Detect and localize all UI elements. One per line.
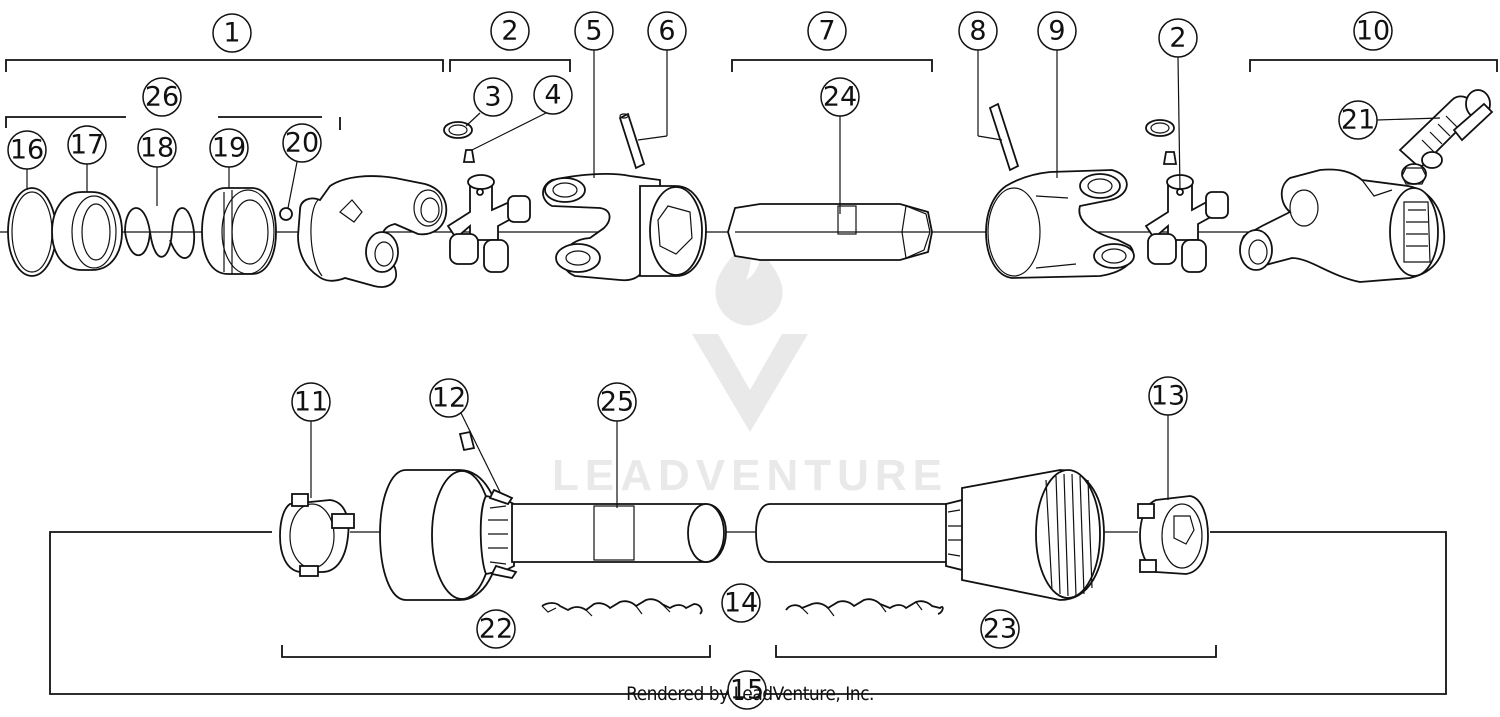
leader-lines	[26, 50, 1441, 508]
part-23-guard-tube-right	[755, 469, 1105, 601]
callout-6: 6	[647, 11, 687, 51]
svg-text:25: 25	[600, 387, 634, 418]
group-brackets	[5, 59, 1498, 130]
svg-text:6: 6	[658, 16, 675, 47]
svg-text:2: 2	[1169, 23, 1186, 54]
bracket-7	[731, 59, 933, 72]
part-3-ring	[443, 121, 473, 139]
svg-text:11: 11	[294, 387, 328, 418]
svg-text:4: 4	[544, 80, 561, 111]
svg-text:23: 23	[983, 614, 1017, 645]
callout-13: 13	[1148, 376, 1188, 416]
part-25-inner-guard-tube	[511, 503, 727, 563]
svg-text:17: 17	[70, 130, 104, 161]
part-18-spring	[124, 207, 195, 259]
bracket-22	[281, 645, 711, 658]
part-10-clamp-yoke	[1239, 168, 1446, 283]
svg-text:14: 14	[724, 588, 758, 619]
callouts: 1 2 3 4 5 6 7 8 9 2 10 26 16 17 18 19 20…	[7, 11, 1393, 710]
callout-19: 19	[209, 128, 249, 168]
callout-2-right: 2	[1158, 18, 1198, 58]
svg-text:18: 18	[140, 133, 174, 164]
svg-text:20: 20	[285, 128, 319, 159]
callout-17: 17	[67, 125, 107, 165]
part-2-cross-right	[1144, 174, 1229, 273]
bracket-26b	[218, 116, 341, 130]
callout-12: 12	[429, 378, 469, 418]
part-9-yoke	[985, 169, 1135, 279]
callout-24: 24	[820, 77, 860, 117]
v-mark-icon	[692, 334, 808, 432]
part-13-bearing-ring	[1137, 495, 1209, 575]
callout-7: 7	[807, 11, 847, 51]
svg-text:16: 16	[10, 135, 44, 166]
svg-text:9: 9	[1048, 16, 1065, 47]
part-4-grease-fitting-right	[1162, 151, 1178, 165]
part-16-snap-ring	[7, 187, 57, 277]
callout-14: 14	[721, 583, 761, 623]
callout-15: 15	[727, 670, 767, 710]
bracket-23	[775, 645, 1217, 658]
svg-text:10: 10	[1356, 16, 1390, 47]
callout-11: 11	[291, 382, 331, 422]
part-20-ball	[279, 207, 293, 221]
part-1-outer-yoke	[297, 175, 448, 288]
callout-10: 10	[1353, 11, 1393, 51]
bracket-26a	[5, 116, 126, 128]
watermark-brand: LEADVENTURE	[552, 451, 948, 500]
part-5-inner-yoke	[542, 173, 707, 282]
callout-2: 2	[490, 11, 530, 51]
svg-text:15: 15	[730, 675, 764, 706]
svg-text:5: 5	[585, 16, 602, 47]
svg-text:8: 8	[969, 16, 986, 47]
callout-5: 5	[574, 11, 614, 51]
callout-1: 1	[212, 13, 252, 53]
callout-25: 25	[597, 382, 637, 422]
part-21-bolt-set	[1398, 89, 1494, 185]
svg-text:19: 19	[212, 133, 246, 164]
callout-21: 21	[1338, 100, 1378, 140]
bracket-2	[449, 59, 571, 72]
callout-16: 16	[7, 130, 47, 170]
callout-20: 20	[282, 123, 322, 163]
svg-text:21: 21	[1341, 105, 1375, 136]
svg-text:24: 24	[823, 82, 857, 113]
part-17-bearing	[51, 191, 123, 271]
svg-text:1: 1	[223, 18, 240, 49]
render-credit: Rendered by LeadVenture, Inc.	[626, 683, 874, 705]
callout-3: 3	[473, 77, 513, 117]
bracket-1	[5, 59, 444, 72]
svg-text:7: 7	[818, 16, 835, 47]
part-7-inner-tube	[727, 203, 933, 261]
part-3-ring-right	[1145, 119, 1175, 137]
svg-text:2: 2	[501, 16, 518, 47]
part-8-pin	[988, 102, 1020, 172]
part-22-guard-cone-left	[379, 469, 518, 601]
part-14-chain-right	[785, 598, 944, 617]
svg-text:12: 12	[432, 383, 466, 414]
svg-text:3: 3	[484, 82, 501, 113]
callout-18: 18	[137, 128, 177, 168]
part-14-chain-left	[541, 598, 703, 617]
callout-22: 22	[476, 609, 516, 649]
svg-text:26: 26	[145, 82, 179, 113]
part-11-bearing-ring	[279, 493, 355, 577]
part-6-pin	[618, 112, 646, 170]
callout-8: 8	[958, 11, 998, 51]
part-12-clip	[458, 430, 476, 452]
part-19-seal	[201, 187, 277, 275]
callout-23: 23	[980, 609, 1020, 649]
bracket-10	[1249, 59, 1498, 72]
svg-text:13: 13	[1151, 381, 1185, 412]
callout-26: 26	[142, 77, 182, 117]
part-2-cross-left	[446, 174, 531, 273]
part-4-grease-fitting	[462, 149, 476, 163]
callout-4: 4	[533, 75, 573, 115]
callout-9: 9	[1037, 11, 1077, 51]
svg-text:22: 22	[479, 614, 513, 645]
